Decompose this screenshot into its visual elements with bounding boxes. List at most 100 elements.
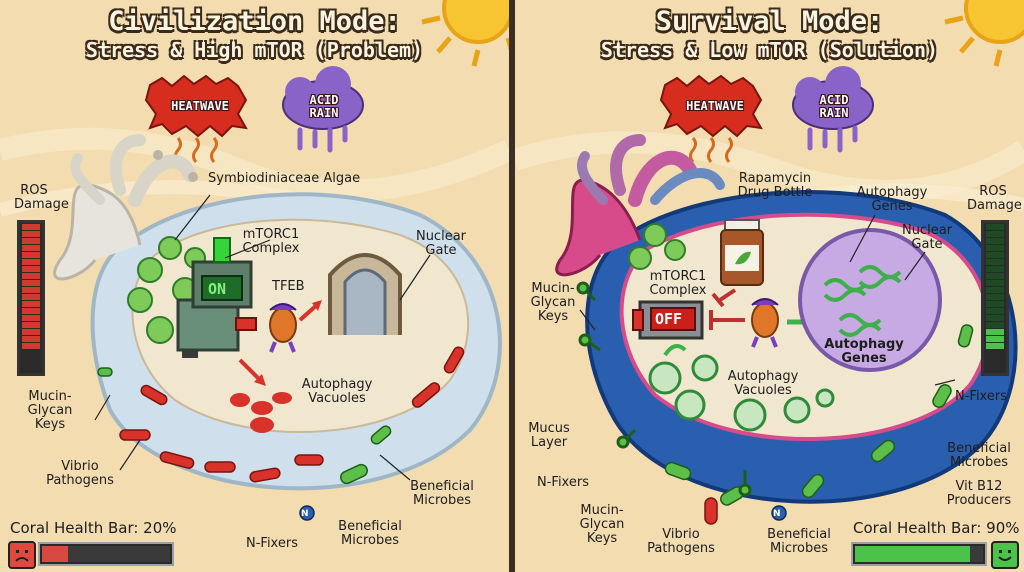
beneficial-microbes bbox=[97, 367, 392, 485]
heatwave-badge-shape bbox=[144, 74, 248, 138]
ros-damage-meter bbox=[981, 220, 1009, 376]
ros-segment bbox=[986, 280, 1004, 286]
mtorc1-machine bbox=[176, 237, 257, 358]
ros-label: ROS Damage bbox=[14, 183, 69, 212]
ros-segment bbox=[22, 224, 40, 230]
heatwave-badge-shape bbox=[659, 74, 763, 138]
ros-segment bbox=[22, 336, 40, 342]
nuclear-gate-label: Nuclear Gate bbox=[901, 223, 953, 252]
ros-segment bbox=[986, 224, 1004, 230]
nfixers-left-label: N-Fixers bbox=[537, 475, 589, 490]
health-label: Coral Health Bar: 20% bbox=[10, 519, 177, 537]
ros-label: ROS Damage bbox=[967, 184, 1022, 213]
beneficial-microbes bbox=[664, 324, 974, 506]
tfeb-label: TFEB bbox=[272, 279, 305, 294]
ros-segment bbox=[986, 231, 1004, 237]
rapamycin-bottle-icon bbox=[720, 219, 764, 286]
ros-segment bbox=[986, 343, 1004, 349]
mucus-layer-label: Mucus Layer bbox=[528, 421, 570, 450]
ros-segment bbox=[22, 329, 40, 335]
autophagy-vacuoles bbox=[648, 354, 835, 432]
nfixers-right-label: N-Fixers bbox=[955, 389, 1007, 404]
nuclear-gate-label: Nuclear Gate bbox=[415, 229, 467, 258]
ros-segment bbox=[22, 266, 40, 272]
ros-segment bbox=[986, 252, 1004, 258]
civilization-mode-panel: Civilization Mode: Stress & High mTOR (P… bbox=[0, 0, 509, 572]
ros-segment bbox=[22, 343, 40, 349]
beneficial-microbes-bottom-label: Beneficial Microbes bbox=[767, 527, 831, 556]
ros-segment bbox=[22, 238, 40, 244]
mtorc1-machine-off bbox=[632, 300, 704, 340]
ros-segment bbox=[986, 301, 1004, 307]
ros-segment bbox=[22, 252, 40, 258]
left-title: Civilization Mode: bbox=[108, 6, 401, 37]
ros-segment bbox=[22, 231, 40, 237]
autophagy-vacuoles-label: Autophagy Vacuoles bbox=[727, 369, 799, 398]
nfixer-n-mark: N bbox=[773, 509, 781, 519]
beneficial-microbes-right-label: Beneficial Microbes bbox=[947, 441, 1011, 470]
mucin-bottom-label: Mucin- Glycan Keys bbox=[579, 503, 625, 546]
ros-segment bbox=[986, 287, 1004, 293]
mucin-label: Mucin- Glycan Keys bbox=[530, 281, 576, 324]
ros-segment bbox=[22, 308, 40, 314]
coral-health-bar bbox=[40, 544, 172, 564]
acid-rain-badge: ACID RAIN bbox=[819, 93, 849, 120]
ros-segment bbox=[986, 245, 1004, 251]
heatwave-badge: HEATWAVE bbox=[686, 99, 744, 113]
ros-segment bbox=[22, 294, 40, 300]
beneficial-microbes-label-2: Beneficial Microbes bbox=[338, 519, 402, 548]
ros-damage-meter bbox=[17, 220, 45, 376]
acid-rain-cloud-icon bbox=[282, 66, 364, 153]
right-subtitle: Stress & Low mTOR (Solution) bbox=[600, 38, 939, 62]
ros-segment bbox=[22, 301, 40, 307]
beneficial-microbes-label: Beneficial Microbes bbox=[410, 479, 474, 508]
right-illustration bbox=[515, 0, 1024, 525]
ros-segment bbox=[986, 308, 1004, 314]
ros-segment bbox=[22, 322, 40, 328]
tfeb-character bbox=[751, 298, 779, 348]
mtorc1-off-screen: OFF bbox=[655, 310, 683, 328]
ros-segment bbox=[22, 280, 40, 286]
left-subtitle: Stress & High mTOR (Problem) bbox=[85, 38, 424, 62]
mtorc1-on-screen: ON bbox=[208, 280, 227, 298]
survival-mode-panel: Survival Mode: Stress & Low mTOR (Soluti… bbox=[515, 0, 1024, 572]
nfixer-n-mark: N bbox=[301, 509, 309, 519]
ros-segment bbox=[986, 259, 1004, 265]
panel-divider bbox=[509, 0, 515, 572]
ros-segment bbox=[986, 273, 1004, 279]
autophagy-genes-top-label: Autophagy Genes bbox=[856, 185, 928, 214]
ros-segment bbox=[22, 259, 40, 265]
coral-health-bar-fill bbox=[855, 546, 971, 562]
sun-icon bbox=[421, 0, 509, 67]
vibrio-pathogens bbox=[119, 346, 465, 483]
coral-health-bar-fill bbox=[42, 546, 68, 562]
autophagy-genes-inner-label: Autophagy Genes bbox=[824, 337, 904, 366]
mtorc1-label: mTORC1 Complex bbox=[242, 227, 300, 256]
tfeb-character bbox=[269, 303, 297, 353]
ros-segment bbox=[22, 287, 40, 293]
vitb12-label: Vit B12 Producers bbox=[946, 479, 1012, 508]
sun-icon bbox=[944, 0, 1024, 67]
happy-face-icon bbox=[991, 541, 1019, 569]
left-illustration bbox=[0, 0, 509, 521]
algae-cluster bbox=[628, 223, 686, 270]
ros-segment bbox=[22, 245, 40, 251]
sad-face-icon bbox=[8, 541, 36, 569]
ros-segment bbox=[986, 315, 1004, 321]
nfixers-label: N-Fixers bbox=[246, 536, 298, 551]
ros-segment bbox=[22, 273, 40, 279]
ros-segment bbox=[986, 238, 1004, 244]
ros-segment bbox=[986, 329, 1004, 335]
algae-label: Symbiodiniaceae Algae bbox=[208, 171, 361, 186]
nuclear-gate bbox=[328, 253, 402, 335]
mucin-glycan-keys bbox=[576, 281, 752, 497]
mtorc1-label: mTORC1 Complex bbox=[649, 269, 707, 298]
health-label: Coral Health Bar: 90% bbox=[853, 519, 1020, 537]
vibrio-label: Vibrio Pathogens bbox=[647, 527, 715, 556]
heatwave-badge: HEATWAVE bbox=[171, 99, 229, 113]
rapamycin-label: Rapamycin Drug Bottle bbox=[737, 171, 813, 200]
acid-rain-badge: ACID RAIN bbox=[309, 93, 339, 120]
ros-segment bbox=[986, 266, 1004, 272]
ros-segment bbox=[986, 322, 1004, 328]
